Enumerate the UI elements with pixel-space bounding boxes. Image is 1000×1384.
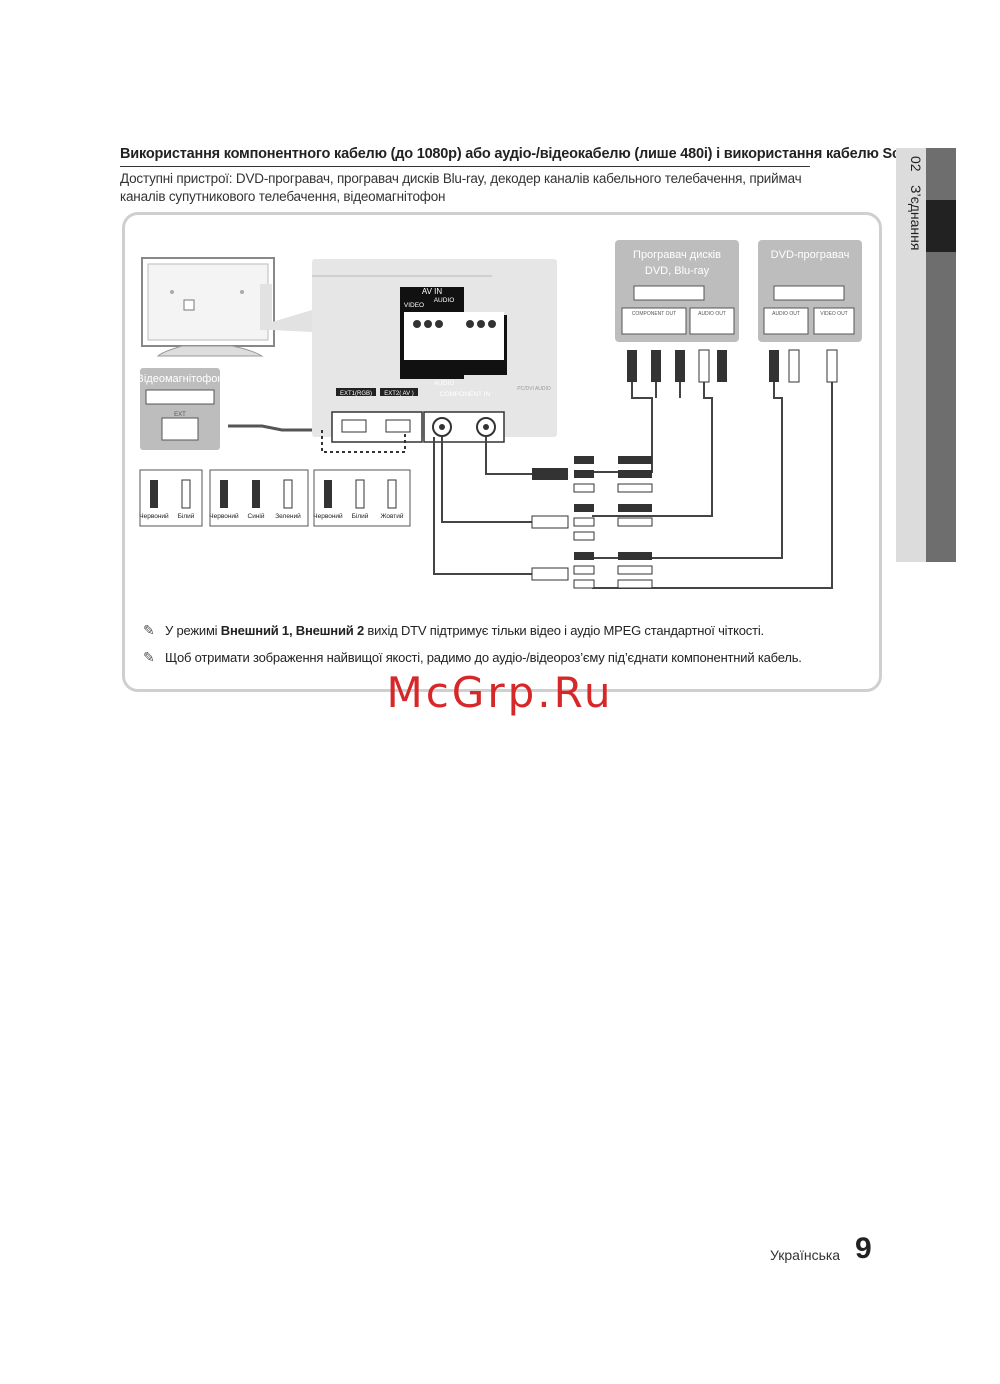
tv-back-panel: AV IN VIDEO AUDIO AUDIO COMPONENT IN EXT… <box>312 259 557 443</box>
vcr-device: Відеомагнітофон EXT <box>137 368 224 450</box>
svg-text:Зелений: Зелений <box>275 512 301 520</box>
available-devices-text: Доступні пристрої: DVD-програвач, програ… <box>120 171 802 204</box>
dvd-label: DVD-програвач <box>771 249 850 261</box>
diagram-frame <box>122 212 882 692</box>
svg-text:AUDIO OUT: AUDIO OUT <box>772 311 800 317</box>
page-number: 9 <box>855 1232 872 1265</box>
svg-text:Жовтий: Жовтий <box>380 512 403 520</box>
svg-text:COMPONENT OUT: COMPONENT OUT <box>632 311 676 317</box>
note-2: ✎Щоб отримати зображення найвищої якості… <box>143 649 802 665</box>
svg-text:VIDEO OUT: VIDEO OUT <box>820 311 848 317</box>
svg-text:AUDIO: AUDIO <box>434 380 455 387</box>
note-icon: ✎ <box>143 649 155 665</box>
note-1: ✎У режимі Внешний 1, Внешний 2 вихід DTV… <box>143 622 764 638</box>
svg-text:Білий: Білий <box>178 512 195 520</box>
bluray-player: Програвач дисків DVD, Blu-ray COMPONENT … <box>615 240 739 342</box>
bluray-label-2: DVD, Blu-ray <box>645 265 710 277</box>
audio-label: AUDIO <box>434 297 455 304</box>
svg-text:Червоний: Червоний <box>209 512 239 520</box>
watermark: McGrp.Ru <box>386 668 614 717</box>
chapter-number: 02 <box>908 156 924 172</box>
av-in-label: AV IN <box>422 287 443 296</box>
ext2-label: EXT2( AV ) <box>384 391 414 397</box>
bluray-label-1: Програвач дисків <box>633 249 721 261</box>
svg-text:Червоний: Червоний <box>139 512 169 520</box>
chapter-tab <box>896 148 956 562</box>
svg-text:Червоний: Червоний <box>313 512 343 520</box>
ext1-label: EXT1(RGB) <box>340 391 372 397</box>
vcr-label: Відеомагнітофон <box>137 373 224 385</box>
footer-language: Українська <box>770 1247 841 1263</box>
video-label: VIDEO <box>404 302 424 309</box>
section-heading: Використання компонентного кабелю (до 10… <box>120 146 918 167</box>
note-icon: ✎ <box>143 622 155 638</box>
cable-legend: Червоний Білий Червоний Синій Зелений Че… <box>139 469 411 527</box>
chapter-title: З’єднання <box>908 185 924 251</box>
pc-dvi-label: PC/DVI AUDIO <box>517 386 551 392</box>
svg-text:Синій: Синій <box>248 512 265 520</box>
dvd-player: DVD-програвач AUDIO OUT VIDEO OUT <box>758 240 862 342</box>
svg-text:AUDIO OUT: AUDIO OUT <box>698 311 726 317</box>
chapter-label: 02 З’єднання <box>898 156 924 261</box>
component-in-label: COMPONENT IN <box>440 391 491 398</box>
svg-text:Білий: Білий <box>352 512 369 520</box>
connection-diagram: AV IN VIDEO AUDIO AUDIO COMPONENT IN EXT… <box>137 240 862 589</box>
vcr-ext-label: EXT <box>174 412 186 418</box>
tv-illustration <box>141 257 275 357</box>
